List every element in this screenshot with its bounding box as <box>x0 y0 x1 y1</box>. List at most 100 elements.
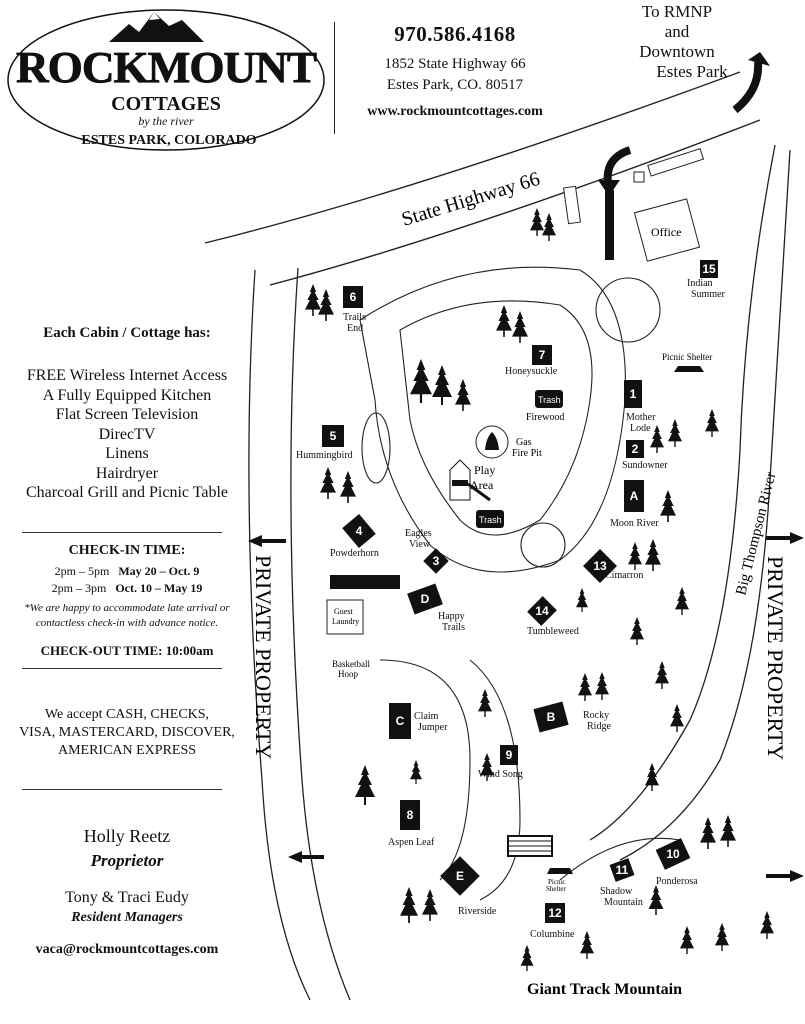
cabin-name: Rocky <box>583 710 609 721</box>
cabin-name-line-2: End <box>347 323 363 334</box>
cabin-marker <box>532 345 552 365</box>
payment-line-3: AMERICAN EXPRESS <box>57 743 197 758</box>
area-label: Area <box>470 478 494 492</box>
logo-location: ESTES PARK, COLORADO <box>81 133 256 148</box>
proprietor-name: Holly Reetz <box>83 826 171 846</box>
rockmount-logo: ROCKMOUNT COTTAGES by the river ESTES PA… <box>7 9 325 151</box>
small-shelter-label-2: Shelter <box>546 885 566 893</box>
cabin-name-line-2: Lode <box>630 423 651 434</box>
logo-sub: COTTAGES <box>111 93 221 115</box>
divider <box>22 789 222 790</box>
phone-number[interactable]: 970.586.4168 <box>394 22 516 46</box>
contact-block: 970.586.4168 1852 State Highway 66 Estes… <box>340 22 570 120</box>
arrow-right-icon <box>790 532 804 544</box>
cabin-marker <box>626 440 644 458</box>
cabin-marker <box>342 513 376 549</box>
firewood-label: Firewood <box>526 412 564 423</box>
cabin-name-line-2: Jumper <box>418 722 448 733</box>
guest-laundry-building <box>326 599 364 635</box>
amenities-list: FREE Wireless Internet Access A Fully Eq… <box>6 366 248 503</box>
cabin-name-line-2: Trails <box>442 622 465 633</box>
cabin-marker <box>624 380 642 408</box>
cabin-name: Moon River <box>610 518 659 529</box>
cabin-name: Honeysuckle <box>505 366 558 377</box>
laundry-label: Laundry <box>332 617 359 626</box>
gas-label: Gas <box>516 437 532 448</box>
cabin-number: 12 <box>548 906 562 920</box>
picnic-shelter-icon <box>674 366 704 372</box>
amenities-title: Each Cabin / Cottage has: <box>43 325 211 341</box>
cabins: 1MotherLode2Sundowner3EaglesView4Powderh… <box>296 260 726 940</box>
payment-info: We accept CASH, CHECKS, VISA, MASTERCARD… <box>6 706 248 760</box>
divider <box>22 532 222 533</box>
cabin-number: 10 <box>666 847 680 861</box>
cabin-name: Eagles <box>405 528 432 539</box>
cabin-marker <box>624 480 644 512</box>
cabin-a: A Moon River <box>610 480 659 529</box>
divider <box>22 668 222 669</box>
cabin-number: 9 <box>506 748 513 762</box>
cabin-number: 7 <box>539 348 546 362</box>
directions-line-1: To RMNP <box>641 2 713 21</box>
checkin-note-line-2: contactless check-in with advance notice… <box>35 617 219 629</box>
checkin-row-2-time: 2pm – 3pm <box>51 581 107 595</box>
cabin-name: Mother <box>626 412 656 423</box>
cabin-e: E Riverside <box>440 856 497 917</box>
managers-name: Tony & Traci Eudy <box>65 889 189 906</box>
arrow-left-icon <box>248 535 262 547</box>
cabin-number: B <box>547 710 556 724</box>
cabin-number: 1 <box>630 387 637 401</box>
arrow-up-right-icon <box>732 61 763 114</box>
trash-label: Trash <box>479 515 502 525</box>
amenity-item: Hairdryer <box>95 464 159 482</box>
amenity-item: Flat Screen Television <box>55 406 199 423</box>
cabin-name: Aspen Leaf <box>388 837 435 848</box>
play-label: Play <box>474 463 495 477</box>
address-street: 1852 State Highway 66 <box>384 56 526 72</box>
cabin-name-line-2: View <box>409 539 431 550</box>
checkin-title: CHECK-IN TIME: <box>68 543 186 558</box>
arrow-down-left-icon <box>603 146 632 184</box>
cabin-name: Riverside <box>458 906 497 917</box>
amenity-item: Charcoal Grill and Picnic Table <box>25 484 229 501</box>
cabin-number: A <box>630 489 639 503</box>
cabin-marker <box>583 549 617 583</box>
amenity-item: DirecTV <box>98 425 156 443</box>
email-link[interactable]: vaca@rockmountcottages.com <box>35 942 219 957</box>
cabin-number: E <box>456 869 464 883</box>
cabin-name: Indian <box>687 278 713 289</box>
arrowhead-icon <box>598 180 620 196</box>
office-label: Office <box>651 225 681 239</box>
cabin-marker <box>527 596 557 626</box>
cabin-number: 14 <box>535 604 549 618</box>
cabin-number: 3 <box>433 554 440 568</box>
hoop-label: Hoop <box>338 669 358 679</box>
trash-icon <box>535 390 563 408</box>
payment-line-1: We accept CASH, CHECKS, <box>44 707 210 722</box>
cabin-name: Happy <box>438 611 465 622</box>
cabin-marker <box>655 838 691 870</box>
cabin-number: 5 <box>330 429 337 443</box>
cabin-name: Claim <box>414 711 439 722</box>
state-highway-66 <box>204 71 761 286</box>
cabin-name-line-2: Summer <box>691 289 726 300</box>
office-building <box>633 198 701 262</box>
checkin-row-1-time: 2pm – 5pm <box>54 564 110 578</box>
trash-label: Trash <box>538 395 561 405</box>
checkin-row-1: 2pm – 5pm May 20 – Oct. 9 <box>6 564 248 579</box>
cabin-marker <box>533 701 569 733</box>
website-link[interactable]: www.rockmountcottages.com <box>367 104 543 119</box>
checkin-row-2: 2pm – 3pm Oct. 10 – May 19 <box>6 581 248 596</box>
bridge <box>507 835 553 857</box>
cabin-marker <box>389 703 411 739</box>
cabin-number: 11 <box>616 863 629 877</box>
